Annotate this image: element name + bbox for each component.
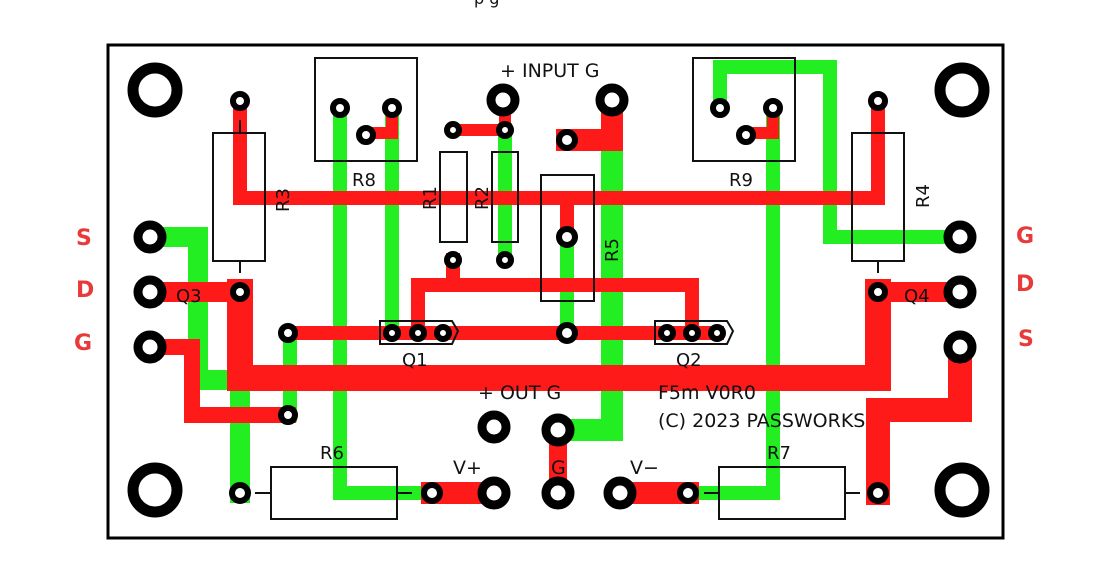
- pad-r8-right: [382, 98, 402, 118]
- label-r7: R7: [767, 443, 791, 464]
- top-trace-drain-bus: [227, 279, 891, 391]
- pad-q2-3: [708, 324, 726, 342]
- pad-q1-3: [434, 324, 452, 342]
- right-pin-label-g: G: [1016, 224, 1035, 249]
- pad-r1-bottom: [444, 251, 462, 269]
- label-r1: R1: [420, 186, 441, 210]
- pad-r7-left: [677, 482, 699, 504]
- pad-r4-bottom: [868, 282, 888, 302]
- pad-r8-wiper: [356, 125, 376, 145]
- label-q4: Q4: [904, 286, 930, 307]
- pad-r5-mid: [556, 226, 578, 248]
- pad-r5-top: [556, 129, 578, 151]
- pad-left-s: [133, 220, 167, 254]
- pad-r9-right: [763, 98, 783, 118]
- left-pin-label-g: G: [74, 331, 93, 356]
- board-outline: [106, 43, 1005, 540]
- pad-left-d: [133, 275, 167, 309]
- pad-r6-right: [421, 482, 443, 504]
- label-r9: R9: [729, 170, 753, 191]
- pad-q2-2: [683, 324, 701, 342]
- pad-right-s: [943, 330, 977, 364]
- pad-r8-left: [330, 98, 350, 118]
- pad-q1-1: [383, 324, 401, 342]
- top-trace-r3-r4-bus: [233, 94, 885, 205]
- label-r5: R5: [602, 238, 623, 262]
- mounting-hole-bl: [127, 462, 183, 518]
- pad-r3-top: [230, 91, 250, 111]
- pad-right-g: [943, 220, 977, 254]
- top-trace-q1-q2-link: [446, 278, 699, 340]
- label-r8: R8: [352, 170, 376, 191]
- label-out: + OUT G: [478, 382, 561, 404]
- top-trace-left-g: [142, 339, 296, 423]
- header-fragment: p g: [474, 0, 499, 8]
- right-pin-label-s: S: [1018, 327, 1034, 352]
- pad-q3-gate-bottom: [278, 405, 298, 425]
- pad-r4-top: [868, 91, 888, 111]
- pad-r5-bottom: [556, 322, 578, 344]
- pad-vplus: [477, 476, 511, 510]
- pad-left-g: [133, 330, 167, 364]
- label-r2: R2: [472, 186, 493, 210]
- label-r3: R3: [273, 188, 294, 212]
- r9-outline: [692, 57, 796, 162]
- label-q1: Q1: [402, 350, 428, 371]
- pad-r6-left: [229, 482, 251, 504]
- top-trace-right-s: [866, 335, 972, 505]
- pad-r2-top: [496, 121, 514, 139]
- label-q2: Q2: [676, 350, 702, 371]
- mounting-hole-tr: [934, 62, 990, 118]
- pad-q3-gate-top: [278, 323, 298, 343]
- r1-outline: [439, 151, 468, 243]
- pad-q1-2: [409, 324, 427, 342]
- pad-out-g: [541, 413, 575, 447]
- pad-r3-bottom: [230, 282, 250, 302]
- pad-r7-right: [867, 482, 889, 504]
- label-input: + INPUT G: [500, 60, 600, 82]
- pad-r2-bottom: [496, 251, 514, 269]
- pad-gnd: [541, 476, 575, 510]
- pad-out-plus: [477, 410, 511, 444]
- pad-r1-top: [444, 121, 462, 139]
- silkscreen-labels: + INPUT G R8 R9 R3 R4 R1 R2 R5 Q3 Q4 Q1 …: [176, 60, 934, 479]
- label-copyright: (C) 2023 PASSWORKS: [658, 410, 865, 432]
- label-q3: Q3: [176, 286, 202, 307]
- pad-vminus: [603, 476, 637, 510]
- left-pin-label-s: S: [76, 226, 92, 251]
- top-traces: [140, 89, 972, 505]
- label-r6: R6: [320, 443, 344, 464]
- label-r4: R4: [913, 184, 934, 208]
- label-ground: G: [551, 457, 566, 479]
- pad-input-g: [595, 83, 629, 117]
- right-pin-label-d: D: [1016, 272, 1035, 297]
- left-pin-label-d: D: [76, 278, 95, 303]
- pad-input-plus: [486, 83, 520, 117]
- label-version: F5m V0R0: [658, 382, 756, 404]
- component-outlines: [212, 57, 905, 520]
- bottom-trace-r9-vminus: [713, 60, 967, 244]
- top-trace-r1-q2: [411, 253, 460, 340]
- r8-outline: [314, 57, 418, 162]
- q1-outline: [379, 320, 460, 345]
- label-vplus: V+: [453, 457, 482, 479]
- mounting-holes: [127, 62, 990, 518]
- mounting-hole-tl: [127, 62, 183, 118]
- label-vminus: V−: [630, 457, 659, 479]
- pad-r9-wiper: [736, 125, 756, 145]
- bottom-trace-r9-right: [681, 101, 780, 500]
- r5-outline: [540, 174, 595, 302]
- pads: [127, 62, 990, 518]
- mounting-hole-br: [934, 462, 990, 518]
- pad-q2-1: [658, 324, 676, 342]
- bottom-trace-gnd-main: [547, 89, 623, 441]
- pad-r9-left: [710, 98, 730, 118]
- q2-outline: [654, 320, 735, 345]
- r2-outline: [491, 151, 519, 243]
- pad-right-d: [943, 275, 977, 309]
